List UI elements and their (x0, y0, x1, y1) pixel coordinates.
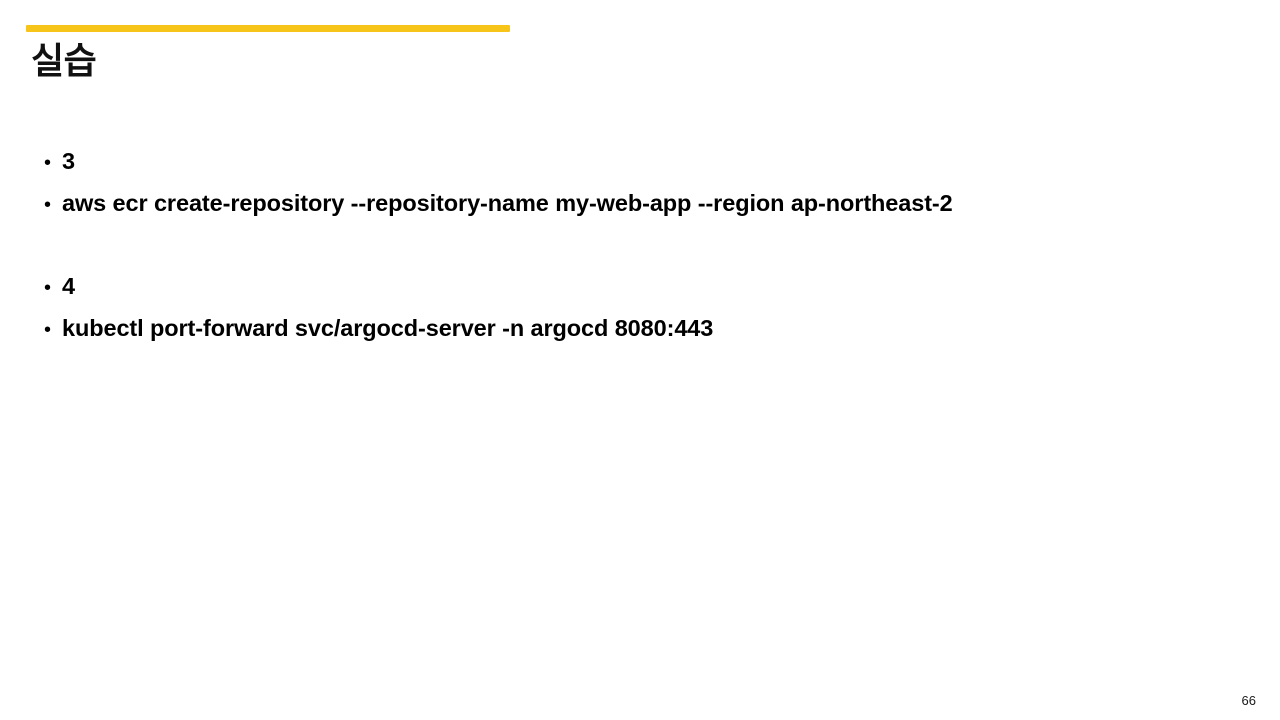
bullet-dot-icon: • (44, 277, 52, 299)
bullet-dot-icon: • (44, 194, 52, 216)
slide-body: • 3 • aws ecr create-repository --reposi… (44, 140, 1244, 349)
list-item-label: 3 (62, 148, 75, 174)
list-item-label: 4 (62, 273, 75, 299)
list-item: • aws ecr create-repository --repository… (44, 182, 1244, 224)
page-number: 66 (1241, 693, 1256, 708)
list-item: • kubectl port-forward svc/argocd-server… (44, 307, 1244, 349)
bullet-group-1: • 3 • aws ecr create-repository --reposi… (44, 140, 1244, 224)
page-title: 실습 (31, 40, 97, 81)
title-accent-bar (26, 25, 510, 32)
list-item-label: kubectl port-forward svc/argocd-server -… (62, 315, 714, 341)
bullet-group-2: • 4 • kubectl port-forward svc/argocd-se… (44, 265, 1244, 349)
list-item-label: aws ecr create-repository --repository-n… (62, 190, 953, 216)
bullet-dot-icon: • (44, 319, 52, 341)
list-item: • 3 (44, 140, 1244, 182)
bullet-dot-icon: • (44, 152, 52, 174)
list-item: • 4 (44, 265, 1244, 307)
